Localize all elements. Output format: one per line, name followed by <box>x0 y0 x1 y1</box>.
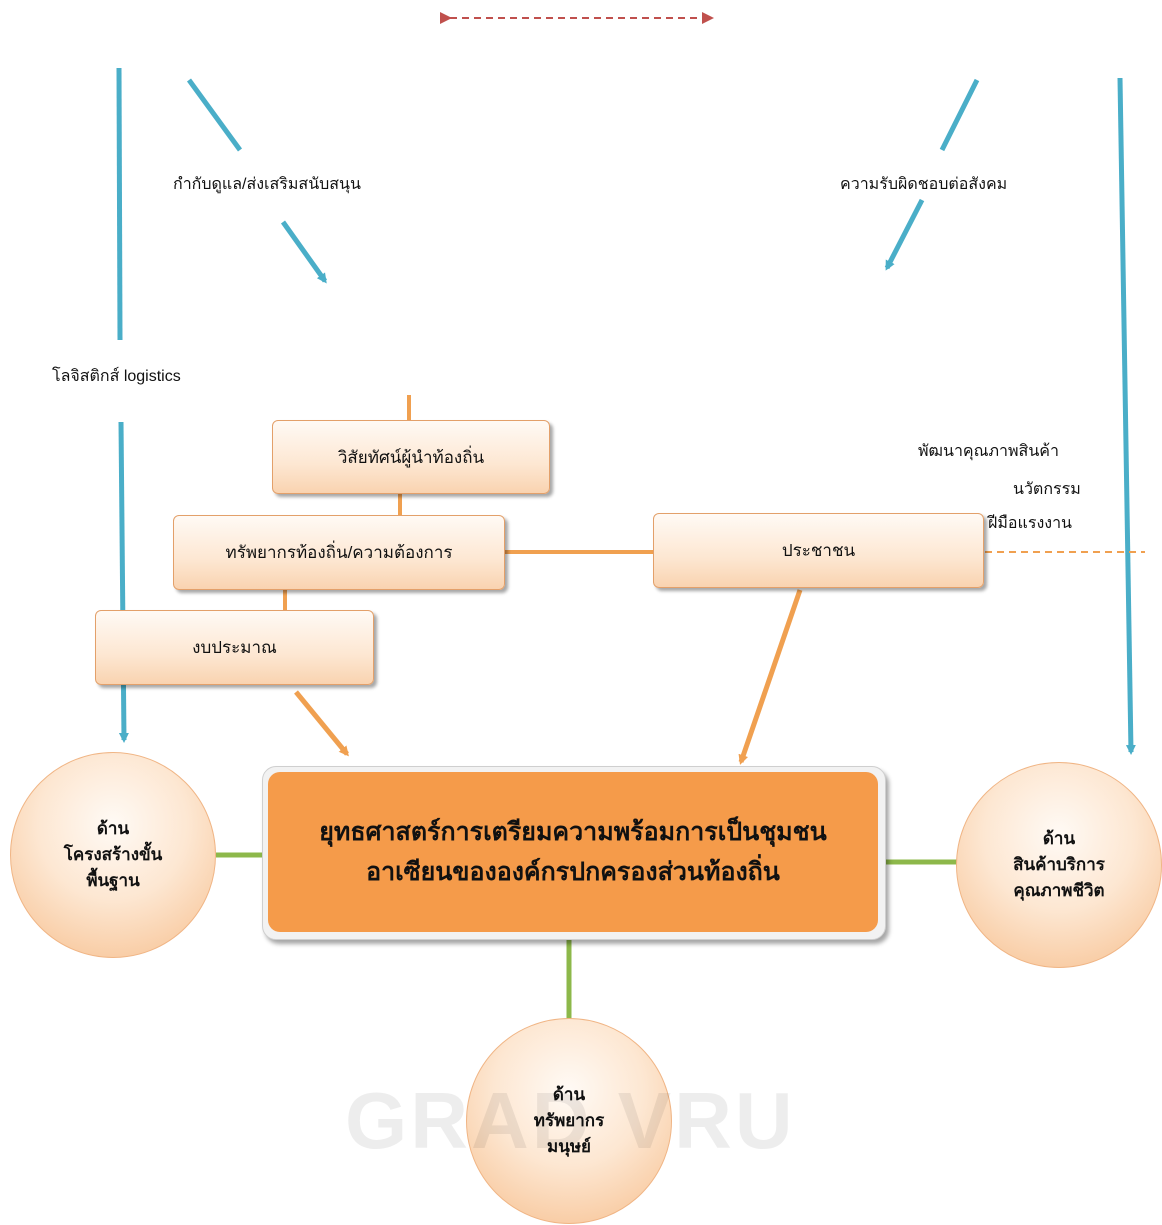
box-local-resources: ทรัพยากรท้องถิ่น/ความต้องการ <box>173 515 505 590</box>
label-product-quality: พัฒนาคุณภาพสินค้า <box>918 443 1059 460</box>
top-right-diagonal-line <box>939 78 980 152</box>
circle-products-line1: ด้าน <box>1042 829 1076 848</box>
label-labor-skill: ฝีมือแรงงาน <box>988 515 1072 532</box>
box-people-label: ประชาชน <box>781 541 856 560</box>
label-innovation: นวัตกรรม <box>1013 481 1081 498</box>
box-people: ประชาชน <box>653 513 984 588</box>
box-leader-vision-label: วิสัยทัศน์ผู้นำท้องถิ่น <box>337 447 485 467</box>
top-right-diagonal-arrow <box>884 198 925 271</box>
circle-human-resources: ด้าน ทรัพยากร มนุษย์ <box>466 1018 672 1224</box>
budget-to-center-arrow <box>294 690 349 757</box>
people-to-center-arrow <box>738 589 803 765</box>
right-vertical-arrow <box>1117 77 1136 755</box>
box-leader-vision: วิสัยทัศน์ผู้นำท้องถิ่น <box>272 420 550 494</box>
box-budget: งบประมาณ <box>95 610 374 685</box>
circle-human-line2: ทรัพยากร <box>533 1111 605 1130</box>
circle-infrastructure-line1: ด้าน <box>96 819 130 838</box>
center-strategy-line1: ยุทธศาสตร์การเตรียมความพร้อมการเป็นชุมชน <box>319 818 827 846</box>
left-vertical-line-top <box>116 67 123 341</box>
center-strategy-box: ยุทธศาสตร์การเตรียมความพร้อมการเป็นชุมชน… <box>268 772 878 932</box>
center-strategy-line2: อาเซียนขององค์กรปกครองส่วนท้องถิ่น <box>366 858 780 886</box>
circle-human-line3: มนุษย์ <box>547 1137 591 1156</box>
label-logistics: โลจิสติกส์ logistics <box>52 368 181 385</box>
box-local-resources-label: ทรัพยากรท้องถิ่น/ความต้องการ <box>225 543 453 562</box>
label-social-responsibility: ความรับผิดชอบต่อสังคม <box>840 176 1008 193</box>
top-left-diagonal-arrow <box>280 220 328 284</box>
circle-products-line3: คุณภาพชีวิต <box>1013 881 1105 900</box>
circle-infrastructure-line2: โครงสร้างขั้น <box>63 845 163 864</box>
left-vertical-arrow <box>118 421 129 743</box>
circle-human-line1: ด้าน <box>552 1085 586 1104</box>
top-left-diagonal-line <box>186 78 243 152</box>
circle-infrastructure: ด้าน โครงสร้างขั้น พื้นฐาน <box>10 752 216 958</box>
circle-products-line2: สินค้าบริการ <box>1013 855 1105 874</box>
circle-infrastructure-line3: พื้นฐาน <box>86 871 140 890</box>
label-supervision: กำกับดูแล/ส่งเสริมสนับสนุน <box>173 176 361 193</box>
circle-products-services: ด้าน สินค้าบริการ คุณภาพชีวิต <box>956 762 1162 968</box>
watermark-text: GRAD VRU <box>345 1076 796 1165</box>
box-budget-label: งบประมาณ <box>192 638 277 657</box>
